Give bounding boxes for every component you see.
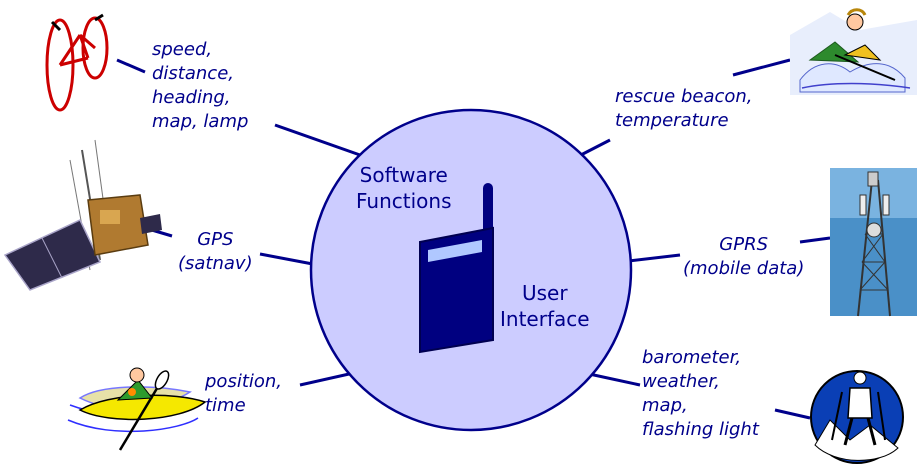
barometer-line-3: map, <box>642 395 688 416</box>
gps-line-1: GPS <box>197 229 234 250</box>
rescue-line-1: rescue beacon, <box>615 86 753 107</box>
gprs-line-1: GPRS <box>719 234 769 255</box>
software-functions-line-2: Functions <box>356 189 452 213</box>
handheld-device-icon <box>419 183 494 354</box>
user-interface-label: User Interface <box>500 280 590 332</box>
rafting-icon <box>790 8 917 95</box>
gps-label: GPS (satnav) <box>178 228 253 276</box>
connector-rafting <box>732 58 791 77</box>
connector-speed <box>274 123 361 157</box>
position-line-2: time <box>205 395 246 416</box>
position-label: position, time <box>205 370 282 418</box>
barometer-line-4: flashing light <box>642 419 759 440</box>
gprs-line-2: (mobile data) <box>683 258 805 279</box>
user-interface-line-2: Interface <box>500 307 590 331</box>
software-functions-line-1: Software <box>359 163 448 187</box>
speed-line-2: distance, <box>152 63 234 84</box>
bicycle-icon <box>45 13 109 112</box>
hiker-icon <box>810 370 904 464</box>
connector-bicycle <box>116 58 146 74</box>
cell-tower-icon <box>830 168 917 317</box>
speed-line-3: heading, <box>152 87 231 108</box>
software-functions-label: Software Functions <box>356 162 452 214</box>
barometer-label: barometer, weather, map, flashing light <box>642 346 759 442</box>
rescue-line-2: temperature <box>615 110 729 131</box>
barometer-line-1: barometer, <box>642 347 742 368</box>
satellite-icon <box>3 139 162 291</box>
connector-tower <box>799 236 831 244</box>
gprs-label: GPRS (mobile data) <box>683 233 804 281</box>
position-line-1: position, <box>205 371 283 392</box>
speed-line-4: map, lamp <box>152 111 249 132</box>
speed-line-1: speed, <box>152 39 213 60</box>
connector-hiker <box>774 408 811 420</box>
barometer-line-2: weather, <box>642 371 720 392</box>
connector-gps <box>259 252 319 267</box>
kayaker-icon <box>67 367 207 451</box>
speed-label: speed, distance, heading, map, lamp <box>152 38 248 134</box>
gps-line-2: (satnav) <box>178 253 253 274</box>
user-interface-line-1: User <box>521 281 568 305</box>
rescue-label: rescue beacon, temperature <box>615 85 753 133</box>
